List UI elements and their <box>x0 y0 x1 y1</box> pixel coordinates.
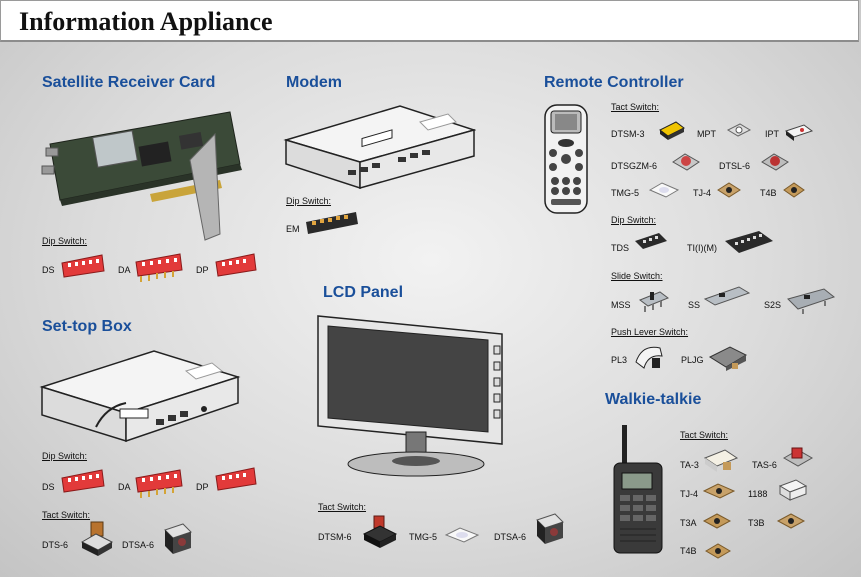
gold-tact-switch-icon <box>704 540 732 562</box>
remote-controller-image <box>543 103 589 215</box>
remote-dip-switch-heading: Dip Switch: <box>611 215 657 225</box>
walkie-t3b-label: T3B <box>748 518 765 528</box>
lcd-panel-title: LCD Panel <box>323 284 404 301</box>
red-dip-switch-icon <box>212 252 258 278</box>
gold-tact-switch-icon <box>716 180 742 200</box>
push-lever-switch-icon <box>632 340 666 372</box>
satellite-receiver-card-title: Satellite Receiver Card <box>42 74 216 91</box>
satellite-card-image <box>40 104 250 244</box>
remote-tmg5-label: TMG-5 <box>611 188 639 198</box>
modem-image <box>280 100 476 192</box>
remote-dtsgzm6-label: DTSGZM-6 <box>611 161 657 171</box>
red-cap-tact-switch-icon <box>760 150 790 174</box>
white-tact-switch-icon <box>778 476 808 504</box>
remote-dtsm3-label: DTSM-3 <box>611 129 645 139</box>
push-lever-switch-icon <box>708 343 750 373</box>
red-cap-tact-switch-icon <box>782 444 814 474</box>
settop-da-label: DA <box>118 482 131 492</box>
gold-tact-switch-icon <box>782 180 806 200</box>
red-dip-switch-icon <box>58 468 106 496</box>
remote-tds-label: TDS <box>611 243 629 253</box>
remote-mpt-label: MPT <box>697 129 716 139</box>
gold-tact-switch-icon <box>702 480 736 502</box>
remote-tj4-label: TJ-4 <box>693 188 711 198</box>
lcd-dtsm6-label: DTSM-6 <box>318 532 352 542</box>
remote-pljg-label: PLJG <box>681 355 704 365</box>
remote-mss-label: MSS <box>611 300 631 310</box>
satellite-dp-label: DP <box>196 265 209 275</box>
remote-tact-switch-heading: Tact Switch: <box>611 102 660 112</box>
right-angle-tact-switch-icon <box>533 512 567 548</box>
walkie-talkie-image <box>610 423 666 555</box>
lcd-panel-image <box>312 306 516 482</box>
smd-tact-switch-icon <box>726 120 752 140</box>
satellite-dip-switch-heading: Dip Switch: <box>42 236 88 246</box>
lcd-dtsa6-label: DTSA-6 <box>494 532 527 542</box>
lcd-tmg5-label: TMG-5 <box>409 532 437 542</box>
remote-pl3-label: PL3 <box>611 355 628 365</box>
modem-title: Modem <box>286 74 342 91</box>
remote-t4b-label: T4B <box>760 188 777 198</box>
slide-switch-icon <box>638 288 670 314</box>
red-cap-tact-switch-icon <box>671 150 701 174</box>
yellow-tact-switch-icon <box>656 118 686 142</box>
remote-slide-switch-heading: Slide Switch: <box>611 271 663 281</box>
remote-ti-im-label: TI(I)(M) <box>687 243 717 253</box>
remote-push-lever-switch-heading: Push Lever Switch: <box>611 327 689 337</box>
lcd-tact-switch-heading: Tact Switch: <box>318 502 367 512</box>
slide-switch-icon <box>786 287 836 315</box>
set-top-box-image <box>36 345 242 445</box>
set-top-box-title: Set-top Box <box>42 318 132 335</box>
red-dip-switch-icon <box>212 466 258 494</box>
header-bar: Information Appliance <box>0 0 859 42</box>
settop-tact-switch-heading: Tact Switch: <box>42 510 91 520</box>
red-cap-tact-switch-icon <box>362 514 398 552</box>
gold-tact-switch-icon <box>702 510 732 532</box>
walkie-tact-switch-heading: Tact Switch: <box>680 430 729 440</box>
walkie-t4b-label: T4B <box>680 546 697 556</box>
remote-s2s-label: S2S <box>764 300 782 310</box>
page-title: Information Appliance <box>19 7 273 36</box>
black-dip-switch-icon <box>723 229 775 259</box>
gold-tact-switch-icon <box>776 510 806 532</box>
white-tact-switch-icon <box>703 446 739 476</box>
satellite-ds-label: DS <box>42 265 55 275</box>
walkie-talkie-title: Walkie-talkie <box>605 391 702 408</box>
satellite-da-label: DA <box>118 265 131 275</box>
modem-dip-switch-heading: Dip Switch: <box>286 196 332 206</box>
red-dip-switch-icon <box>132 252 184 284</box>
right-angle-tact-switch-icon <box>161 522 195 558</box>
remote-ipt-label: IPT <box>765 129 780 139</box>
walkie-tas6-label: TAS-6 <box>752 460 777 470</box>
settop-ds-label: DS <box>42 482 55 492</box>
settop-dtsa6-label: DTSA-6 <box>122 540 155 550</box>
red-dip-switch-icon <box>58 253 106 279</box>
white-tact-switch-icon <box>648 179 680 201</box>
walkie-1188-label: 1188 <box>748 489 768 499</box>
settop-dts6-label: DTS-6 <box>42 540 69 550</box>
modem-em-label: EM <box>286 224 300 234</box>
settop-dip-switch-heading: Dip Switch: <box>42 451 88 461</box>
walkie-t3a-label: T3A <box>680 518 697 528</box>
white-tact-switch-icon <box>444 524 480 546</box>
walkie-ta3-label: TA-3 <box>680 460 699 470</box>
black-dip-switch-icon <box>633 229 669 255</box>
ipt-switch-icon <box>784 121 814 143</box>
walkie-tj4-label: TJ-4 <box>680 489 698 499</box>
remote-controller-title: Remote Controller <box>544 74 684 91</box>
black-dip-switch-icon <box>302 210 362 236</box>
settop-dp-label: DP <box>196 482 209 492</box>
brown-cap-tact-switch-icon <box>80 520 114 560</box>
remote-dtsl6-label: DTSL-6 <box>719 161 751 171</box>
slide-switch-icon <box>703 285 751 311</box>
remote-ss-label: SS <box>688 300 701 310</box>
red-dip-switch-icon <box>132 468 184 500</box>
